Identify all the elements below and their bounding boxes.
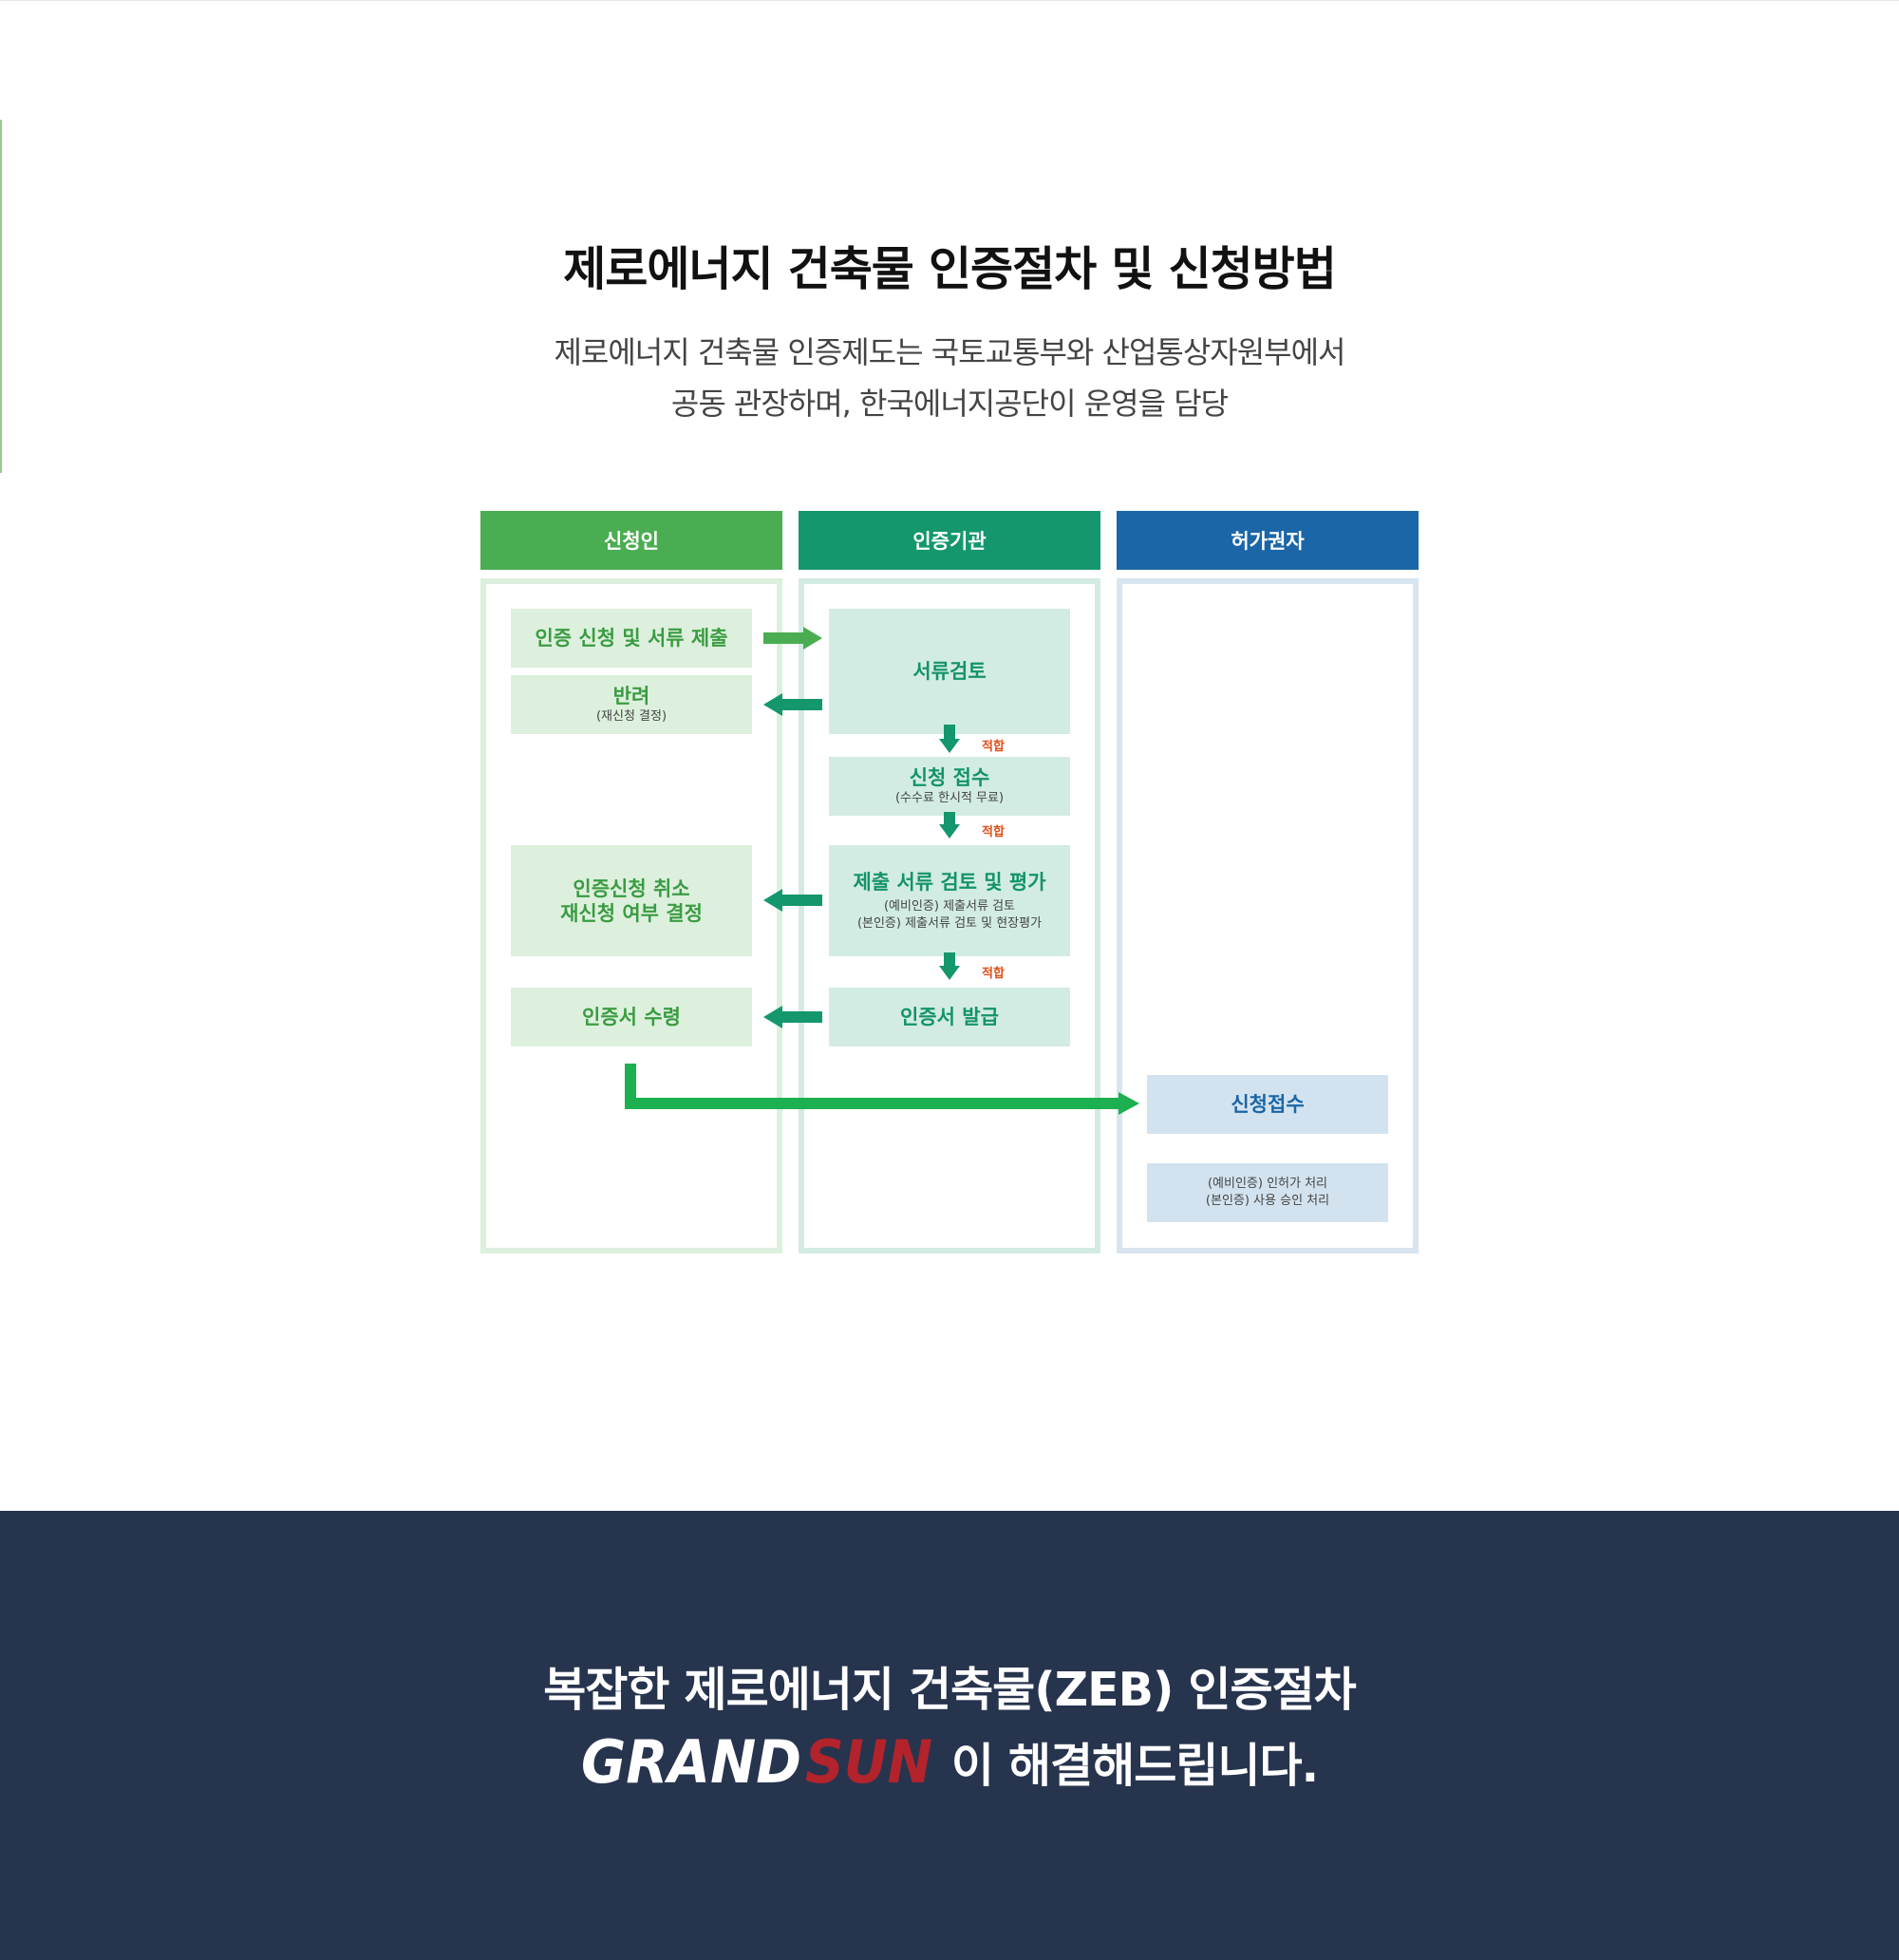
connector-to-permit [625, 1064, 1120, 1109]
arrow-down-3 [939, 952, 960, 980]
top-divider [0, 0, 1899, 1]
logo-part-sun: SUN [805, 1731, 932, 1792]
evaluation-sub-1: (예비인증) 제출서류 검토 [883, 898, 1015, 914]
cancel-line-2: 재신청 여부 결정 [560, 901, 703, 925]
fit-label-3: 적합 [982, 967, 1005, 981]
subtitle-line-2: 공동 관장하며, 한국에너지공단이 운영을 담당 [670, 386, 1229, 422]
apply-box: 인증 신청 및 서류 제출 [511, 609, 752, 668]
permit-receipt-box: 신청접수 [1147, 1075, 1388, 1134]
receive-certificate-box: 인증서 수령 [511, 988, 752, 1046]
issue-label: 인증서 발급 [900, 1006, 999, 1028]
permit-process-box: (예비인증) 인허가 처리 (본인증) 사용 승인 처리 [1147, 1163, 1388, 1222]
grandsun-logo: GRAND SUN [581, 1731, 932, 1792]
application-accept-box: 신청 접수 (수수료 한시적 무료) [829, 757, 1070, 816]
evaluation-box: 제출 서류 검토 및 평가 (예비인증) 제출서류 검토 (본인증) 제출서류 … [829, 845, 1070, 956]
column-header-applicant: 신청인 [480, 511, 782, 570]
arrow-down-1 [939, 725, 960, 753]
permit-process-1: (예비인증) 인허가 처리 [1207, 1177, 1328, 1191]
page-title: 제로에너지 건축물 인증절차 및 신청방법 [563, 242, 1337, 296]
arrow-left-reject [763, 693, 822, 716]
cancel-box: 인증신청 취소 재신청 여부 결정 [511, 845, 752, 956]
column-frame-permit [1117, 578, 1419, 1253]
arrow-left-cancel [763, 889, 822, 912]
apply-label: 인증 신청 및 서류 제출 [535, 627, 728, 650]
fit-label-2: 적합 [982, 825, 1005, 839]
arrow-right-submit [763, 627, 822, 650]
fit-label-1: 적합 [982, 740, 1005, 754]
receive-label: 인증서 수령 [582, 1006, 681, 1028]
evaluation-sub-2: (본인증) 제출서류 검토 및 현장평가 [856, 915, 1043, 931]
arrow-left-issue [763, 1006, 822, 1028]
permit-receipt-label: 신청접수 [1231, 1093, 1305, 1116]
cta-banner [0, 1511, 1899, 1960]
reject-box: 반려 (재신청 결정) [511, 675, 752, 734]
permit-process-2: (본인증) 사용 승인 처리 [1205, 1194, 1330, 1208]
connector-arrowhead [1119, 1092, 1139, 1115]
reject-subtitle: (재신청 결정) [595, 709, 667, 724]
cta-line-1: 복잡한 제로에너지 건축물(ZEB) 인증절차 [543, 1663, 1357, 1717]
document-review-box: 서류검토 [829, 609, 1070, 734]
column-header-permit: 허가권자 [1117, 511, 1419, 570]
flow-arrows [625, 627, 1139, 1115]
arrow-down-2 [939, 812, 960, 839]
cta-suffix: 이 해결해드립니다. [950, 1738, 1319, 1793]
cta-line-2: GRAND SUN 이 해결해드립니다. [0, 1724, 1899, 1800]
evaluation-title: 제출 서류 검토 및 평가 [853, 870, 1046, 894]
reject-title: 반려 [612, 685, 650, 707]
subtitle-line-1: 제로에너지 건축물 인증제도는 국토교통부와 산업통상자원부에서 [554, 334, 1345, 370]
accept-subtitle: (수수료 한시적 무료) [894, 791, 1005, 805]
review-label: 서류검토 [912, 660, 987, 683]
column-frame-agency [799, 578, 1100, 1253]
accept-title: 신청 접수 [909, 766, 990, 789]
issue-certificate-box: 인증서 발급 [829, 988, 1070, 1046]
logo-part-grand: GRAND [581, 1731, 801, 1792]
left-accent-line [0, 120, 2, 473]
column-frame-applicant [480, 578, 782, 1253]
cancel-line-1: 인증신청 취소 [573, 876, 690, 900]
column-header-agency: 인증기관 [799, 511, 1100, 570]
